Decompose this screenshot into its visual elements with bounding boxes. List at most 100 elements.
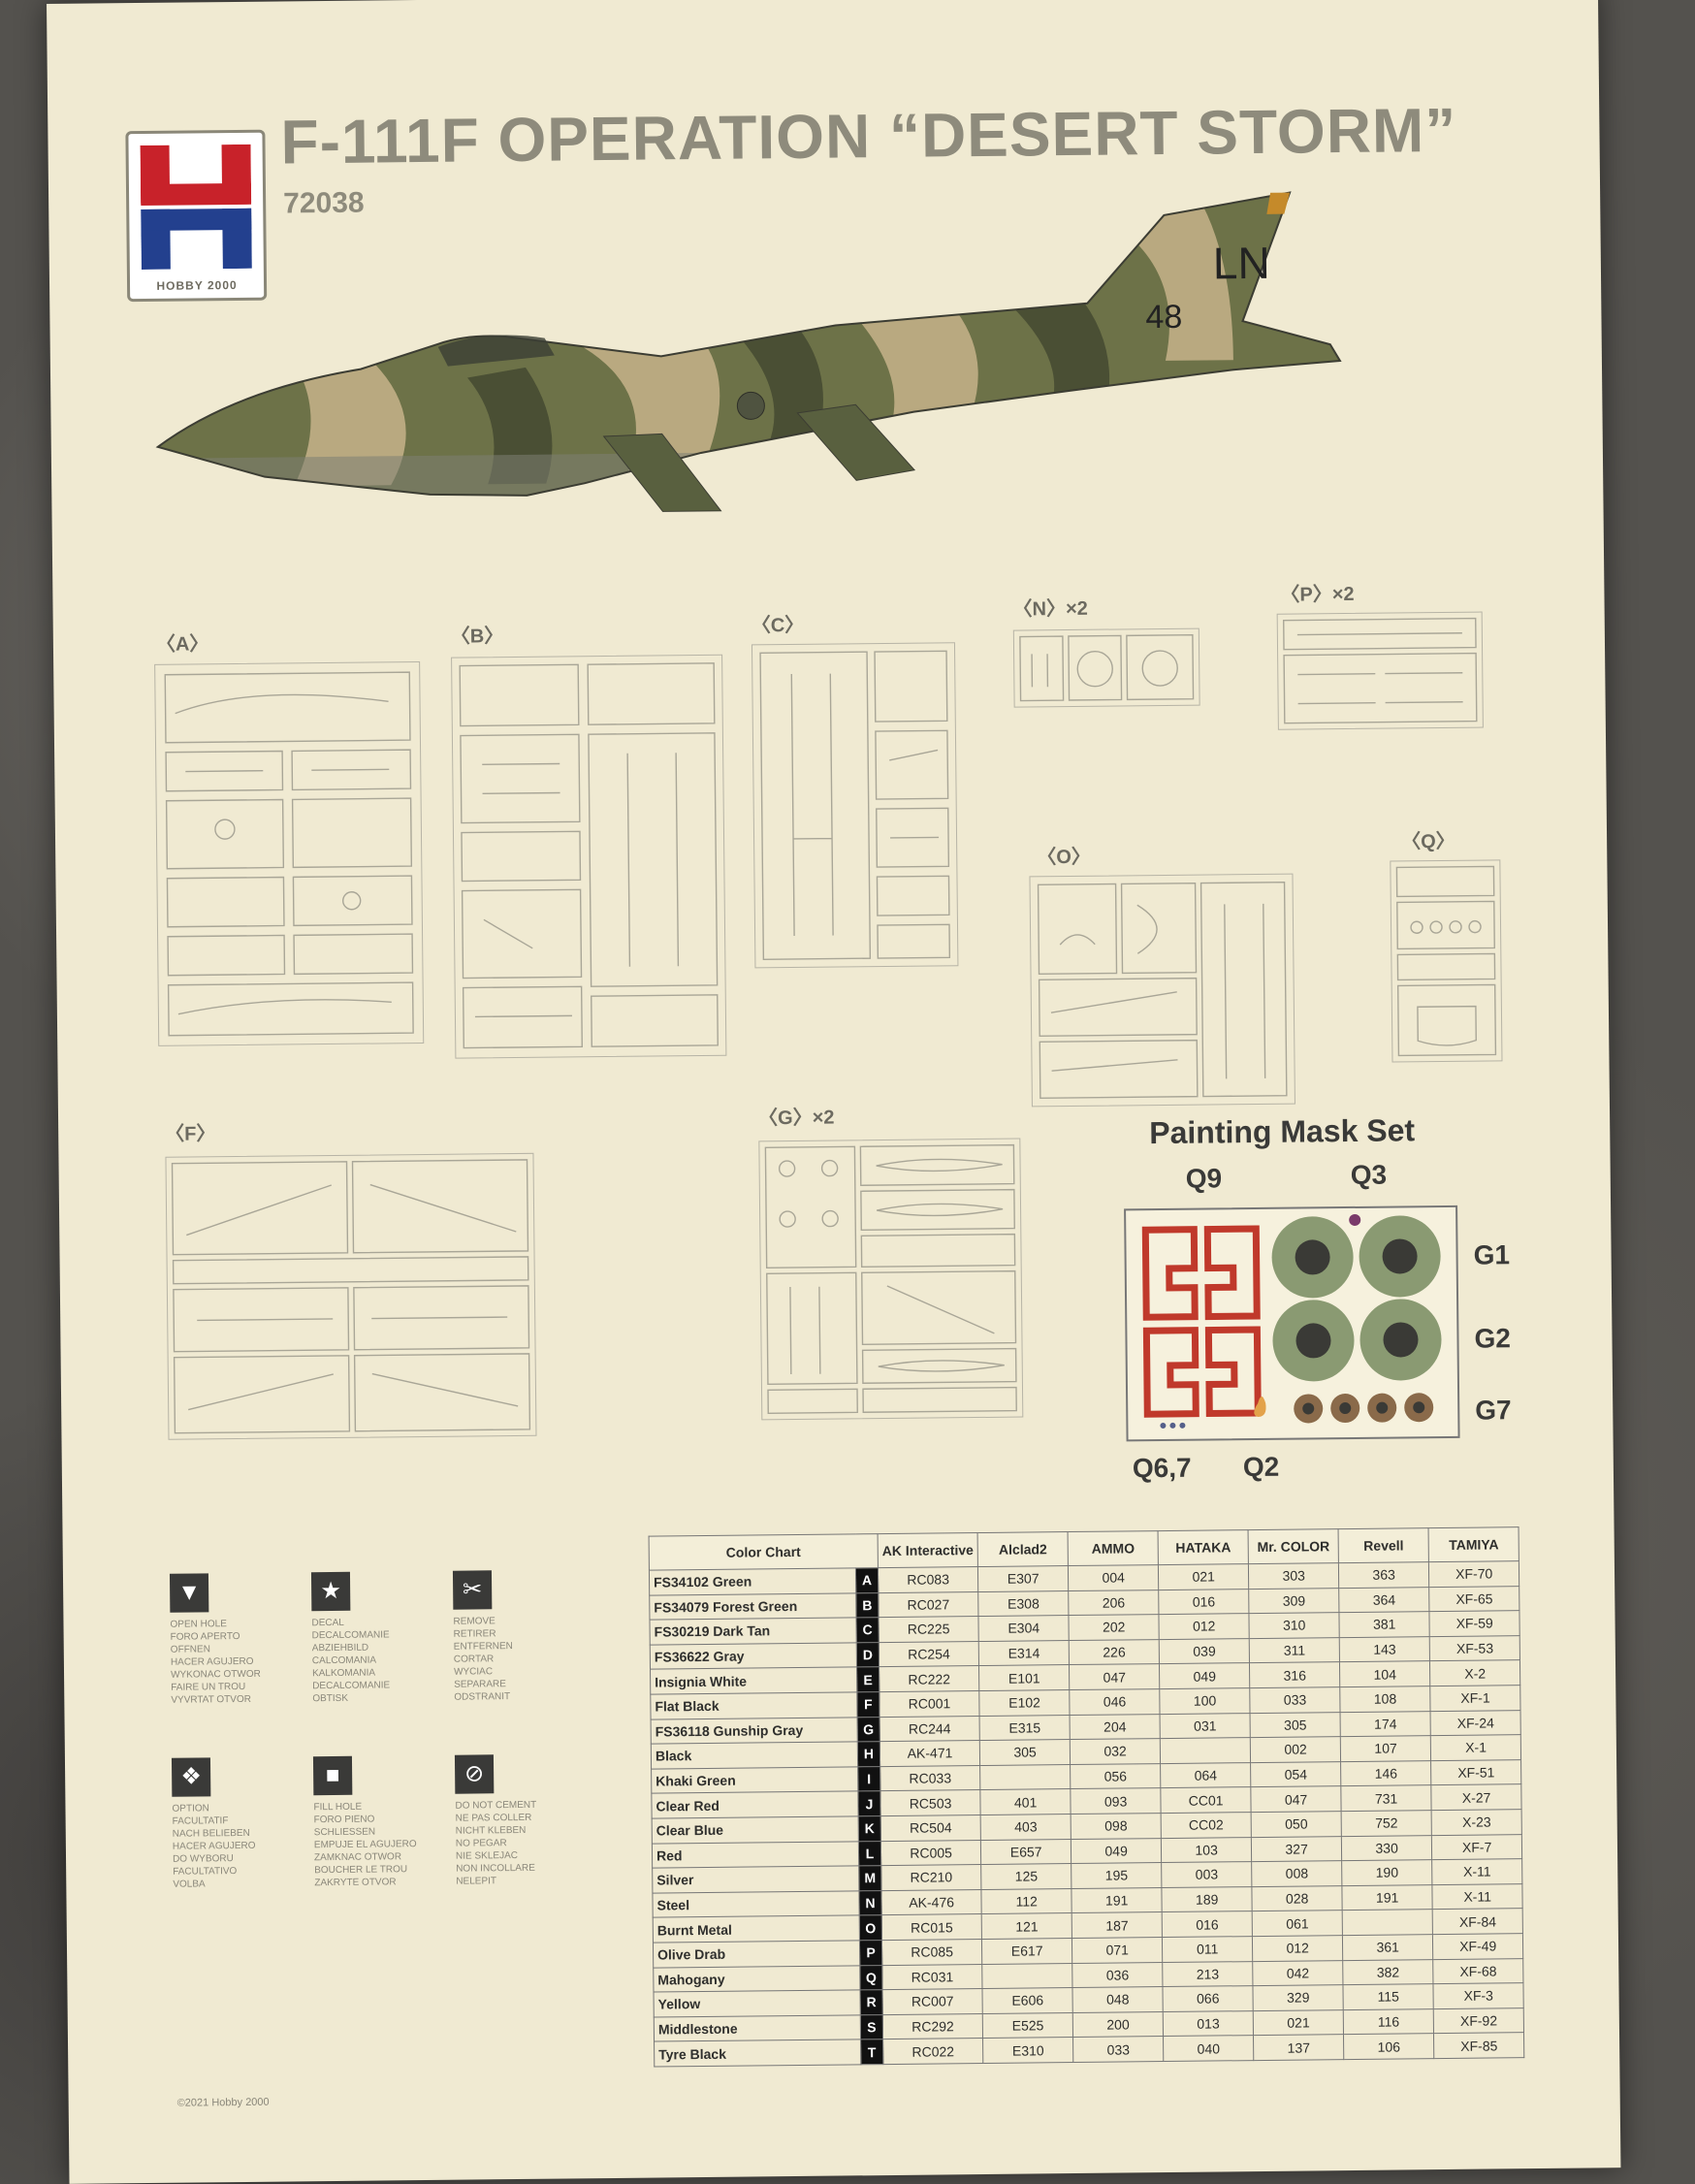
paint-code-cell: 116 bbox=[1343, 2008, 1434, 2035]
hobby2000-logo: HOBBY 2000 bbox=[125, 129, 268, 303]
sprue-c bbox=[751, 642, 959, 969]
paint-code-cell: E310 bbox=[982, 2037, 1073, 2064]
paint-code-cell: 213 bbox=[1162, 1961, 1254, 1987]
paint-code-cell: RC085 bbox=[881, 1939, 982, 1966]
paint-code-cell: 012 bbox=[1252, 1935, 1343, 1962]
paint-code-cell: 202 bbox=[1069, 1614, 1160, 1641]
legend-text: DO NOT CEMENT NE PAS COLLER NICHT KLEBEN… bbox=[455, 1799, 537, 1887]
paint-code-cell: 206 bbox=[1068, 1590, 1160, 1616]
color-letter-cell: D bbox=[856, 1642, 879, 1668]
paint-code-cell bbox=[1342, 1909, 1433, 1936]
paint-code-cell: 125 bbox=[980, 1863, 1072, 1890]
paint-code-cell: E657 bbox=[980, 1839, 1071, 1865]
color-letter-cell: P bbox=[859, 1940, 882, 1966]
paint-code-cell: X-11 bbox=[1432, 1883, 1523, 1910]
mask-label-q3: Q3 bbox=[1350, 1159, 1388, 1190]
paint-code-cell: X-23 bbox=[1431, 1809, 1522, 1836]
paint-code-cell: RC210 bbox=[880, 1864, 982, 1891]
paint-code-cell: 330 bbox=[1341, 1835, 1432, 1861]
paint-code-cell: RC005 bbox=[880, 1840, 981, 1866]
paint-code-cell: E102 bbox=[978, 1689, 1071, 1717]
paint-code-cell: RC027 bbox=[878, 1591, 979, 1618]
paint-code-cell: 061 bbox=[1252, 1910, 1343, 1937]
sprue-g bbox=[758, 1138, 1024, 1421]
paint-code-cell: XF-68 bbox=[1432, 1958, 1524, 1984]
option-icon: ❖ bbox=[171, 1757, 211, 1797]
header-cell: TAMIYA bbox=[1428, 1526, 1519, 1562]
paint-code-cell: 002 bbox=[1250, 1736, 1341, 1763]
paint-code-cell: 364 bbox=[1338, 1587, 1430, 1613]
paint-code-cell: XF-1 bbox=[1429, 1685, 1521, 1712]
paint-code-cell: RC254 bbox=[879, 1641, 979, 1667]
color-name-cell: Tyre Black bbox=[654, 2039, 861, 2067]
legend-item: ★ DECAL DECALCOMANIE ABZIEHBILD CALCOMAN… bbox=[310, 1571, 438, 1705]
paint-code-cell: 028 bbox=[1252, 1885, 1343, 1911]
paint-code-cell: 204 bbox=[1070, 1714, 1161, 1740]
paint-code-cell: 310 bbox=[1249, 1612, 1340, 1639]
sprue-o bbox=[1029, 873, 1295, 1108]
color-name-cell: Yellow bbox=[654, 1989, 861, 2017]
color-name-cell: Khaki Green bbox=[651, 1766, 858, 1794]
paint-code-cell: RC244 bbox=[879, 1716, 980, 1742]
legend-text: FILL HOLE FORO PIENO SCHLIESSEN EMPUJE E… bbox=[313, 1801, 417, 1889]
color-letter-cell: F bbox=[856, 1691, 880, 1718]
color-name-cell: Silver bbox=[652, 1865, 859, 1893]
paint-code-cell: 048 bbox=[1072, 1986, 1164, 2013]
sprue-p-label: 〈P〉×2 bbox=[1280, 583, 1355, 606]
paint-code-cell: 049 bbox=[1071, 1838, 1162, 1864]
paint-code-cell: RC222 bbox=[879, 1665, 979, 1692]
color-letter-cell: C bbox=[855, 1617, 879, 1643]
paint-code-cell: E617 bbox=[981, 1938, 1072, 1965]
paint-code-cell: 195 bbox=[1071, 1862, 1163, 1889]
paint-code-cell: XF-59 bbox=[1429, 1610, 1520, 1637]
paint-code-cell: 382 bbox=[1342, 1959, 1434, 1985]
legend-text: OPTION FACULTATIF NACH BELIEBEN HACER AG… bbox=[172, 1803, 256, 1890]
color-letter-cell: B bbox=[855, 1592, 879, 1619]
header-cell: Alclad2 bbox=[977, 1531, 1069, 1567]
legend-item: ▼ OPEN HOLE FORO APERTO OFFNEN HACER AGU… bbox=[169, 1572, 297, 1706]
sprue-n-label: 〈N〉×2 bbox=[1012, 597, 1088, 621]
paint-code-cell: 031 bbox=[1160, 1713, 1251, 1739]
paint-code-cell: E525 bbox=[982, 2012, 1073, 2039]
paint-code-cell: XF-92 bbox=[1433, 2007, 1524, 2034]
paint-code-cell: 191 bbox=[1071, 1887, 1163, 1913]
paint-code-cell: E606 bbox=[982, 1987, 1073, 2014]
paint-code-cell: 004 bbox=[1068, 1564, 1159, 1591]
paint-code-cell: E304 bbox=[978, 1615, 1070, 1642]
paint-code-cell: X-11 bbox=[1431, 1858, 1523, 1885]
paint-code-cell: 047 bbox=[1250, 1785, 1342, 1813]
h-logo-icon bbox=[140, 144, 252, 270]
knife-icon: ✂ bbox=[452, 1570, 493, 1610]
paint-code-cell: 011 bbox=[1162, 1936, 1253, 1963]
color-letter-cell: N bbox=[858, 1890, 882, 1916]
star-icon: ★ bbox=[310, 1571, 351, 1612]
legend-item: ❖ OPTION FACULTATIF NACH BELIEBEN HACER … bbox=[171, 1756, 299, 1890]
paint-code-cell: XF-53 bbox=[1429, 1635, 1520, 1662]
sprue-f-label: 〈F〉 bbox=[165, 1123, 216, 1145]
paint-code-cell: 039 bbox=[1159, 1638, 1250, 1664]
legend-item: ■ FILL HOLE FORO PIENO SCHLIESSEN EMPUJE… bbox=[312, 1755, 440, 1889]
paint-code-cell: 047 bbox=[1069, 1663, 1160, 1690]
color-letter-cell: A bbox=[855, 1567, 879, 1593]
paint-code-cell: 112 bbox=[981, 1888, 1072, 1914]
paint-code-cell: RC033 bbox=[879, 1765, 980, 1791]
paint-code-cell: 104 bbox=[1339, 1661, 1430, 1687]
paint-code-cell: XF-65 bbox=[1428, 1586, 1520, 1612]
paint-code-cell: 309 bbox=[1248, 1588, 1340, 1614]
paint-code-cell: X-2 bbox=[1429, 1660, 1520, 1686]
paint-code-cell: 021 bbox=[1158, 1563, 1249, 1590]
paint-code-cell: 329 bbox=[1253, 1984, 1344, 2011]
paint-code-cell: 100 bbox=[1159, 1687, 1251, 1715]
paint-code-cell: XF-49 bbox=[1432, 1933, 1523, 1960]
legend-text: OPEN HOLE FORO APERTO OFFNEN HACER AGUJE… bbox=[170, 1619, 261, 1706]
paint-code-cell: 226 bbox=[1069, 1639, 1160, 1665]
paint-code-cell: XF-24 bbox=[1430, 1710, 1521, 1736]
copyright: ©2021 Hobby 2000 bbox=[176, 2096, 270, 2109]
sprue-q-label: 〈Q〉 bbox=[1401, 830, 1455, 853]
paint-code-cell: 046 bbox=[1069, 1688, 1161, 1716]
paint-code-cell: 036 bbox=[1071, 1962, 1164, 1988]
paint-code-cell: 107 bbox=[1340, 1735, 1431, 1762]
paint-code-cell: 401 bbox=[979, 1788, 1071, 1815]
paint-code-cell: CC01 bbox=[1160, 1786, 1252, 1814]
paint-code-cell: 752 bbox=[1341, 1810, 1432, 1837]
